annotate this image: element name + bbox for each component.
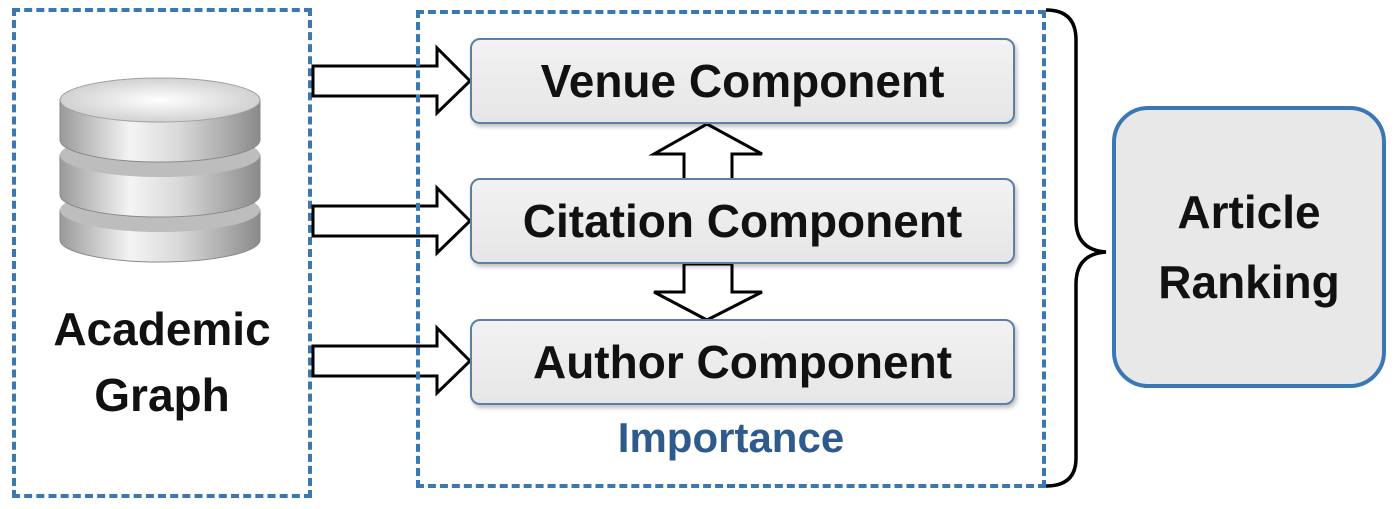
- academic-graph-label: Academic Graph: [12, 296, 312, 428]
- academic-graph-label-line2: Graph: [94, 369, 230, 421]
- author-component-label: Author Component: [532, 336, 953, 388]
- database-icon: [59, 77, 261, 263]
- importance-label: Importance: [617, 414, 845, 461]
- academic-graph-panel: [12, 8, 312, 498]
- article-ranking-line2: Ranking: [1158, 256, 1340, 308]
- importance-panel: [416, 10, 1046, 488]
- citation-component-box: Citation Component: [470, 178, 1015, 264]
- arrow-to-citation: [311, 184, 473, 257]
- arrow-citation-to-author: [653, 262, 763, 322]
- article-ranking-line1: Article: [1177, 186, 1321, 238]
- curly-brace: [1045, 8, 1107, 488]
- author-component-box: Author Component: [470, 319, 1015, 405]
- venue-component-label: Venue Component: [540, 55, 945, 107]
- article-ranking-box: Article Ranking: [1112, 106, 1386, 388]
- arrow-to-author: [311, 324, 473, 397]
- academic-graph-label-line1: Academic: [53, 303, 271, 355]
- venue-component-box: Venue Component: [470, 38, 1015, 124]
- arrow-to-venue: [311, 44, 473, 117]
- citation-component-label: Citation Component: [522, 195, 963, 247]
